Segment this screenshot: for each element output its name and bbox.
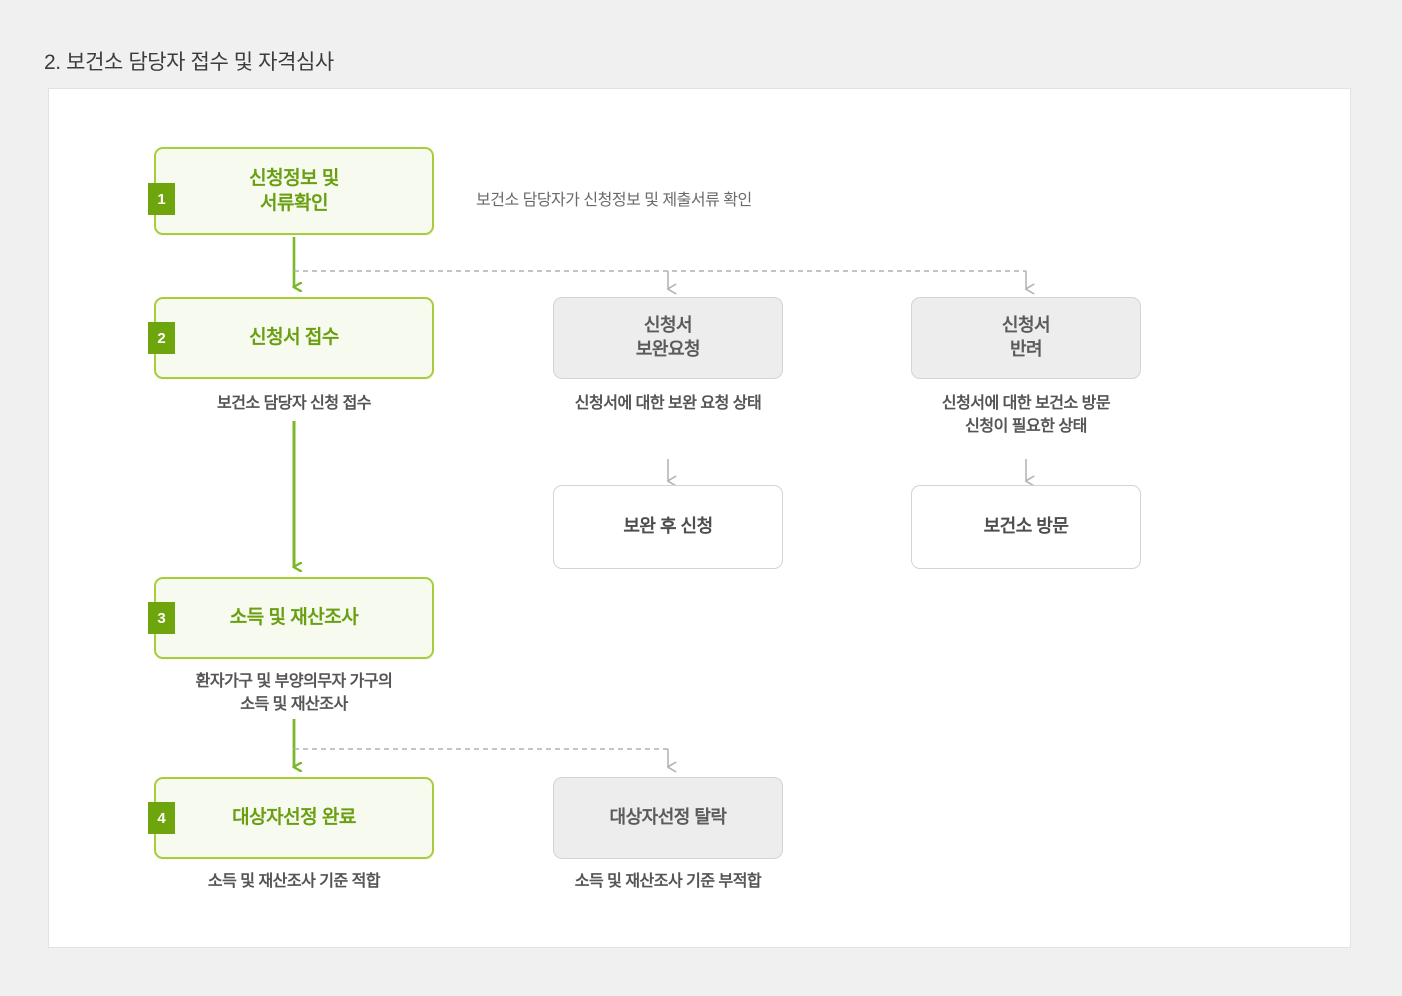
node-disqualified-label: 대상자선정 탈락	[609, 807, 727, 828]
caption-supplement-request: 신청서에 대한 보완 요청 상태	[574, 395, 762, 412]
caption-disqualified: 소득 및 재산조사 기준 부적합	[574, 873, 762, 890]
node-step-2[interactable]: 신청서 접수	[154, 297, 434, 379]
node-visit-health-center-label: 보건소 방문	[983, 516, 1069, 537]
node-disqualified[interactable]: 대상자선정 탈락	[553, 777, 783, 859]
caption-step-2: 보건소 담당자 신청 접수	[216, 395, 372, 412]
caption-step-4: 소득 및 재산조사 기준 적합	[207, 873, 381, 890]
node-supplement-request-label: 신청서 보완요청	[635, 315, 701, 359]
node-reapply-after-supplement-label: 보완 후 신청	[623, 516, 713, 537]
page-title: 2. 보건소 담당자 접수 및 자격심사	[44, 51, 334, 74]
caption-rejection: 신청서에 대한 보건소 방문 신청이 필요한 상태	[941, 395, 1111, 436]
node-rejection[interactable]: 신청서 반려	[911, 297, 1141, 379]
step-badge-4: 4	[148, 802, 175, 834]
node-rejection-label: 신청서 반려	[1001, 315, 1051, 359]
node-supplement-request[interactable]: 신청서 보완요청	[553, 297, 783, 379]
step-badge-1: 1	[148, 183, 175, 215]
node-step-1[interactable]: 신청정보 및 서류확인	[154, 147, 434, 235]
node-visit-health-center[interactable]: 보건소 방문	[911, 485, 1141, 569]
step-badge-3: 3	[148, 602, 175, 634]
step-badge-2: 2	[148, 322, 175, 354]
caption-step-3: 환자가구 및 부양의무자 가구의 소득 및 재산조사	[195, 673, 393, 714]
node-step-2-label: 신청서 접수	[249, 327, 339, 349]
node-step-4-label: 대상자선정 완료	[232, 807, 356, 829]
node-step-3-label: 소득 및 재산조사	[229, 607, 359, 629]
node-step-4[interactable]: 대상자선정 완료	[154, 777, 434, 859]
note-step-1: 보건소 담당자가 신청정보 및 제출서류 확인	[476, 192, 752, 209]
node-step-3[interactable]: 소득 및 재산조사	[154, 577, 434, 659]
diagram-panel: 신청정보 및 서류확인 1 보건소 담당자가 신청정보 및 제출서류 확인 신청…	[48, 88, 1351, 948]
node-reapply-after-supplement[interactable]: 보완 후 신청	[553, 485, 783, 569]
flow-canvas: 신청정보 및 서류확인 1 보건소 담당자가 신청정보 및 제출서류 확인 신청…	[49, 89, 1350, 947]
node-step-1-label: 신청정보 및 서류확인	[249, 167, 339, 214]
